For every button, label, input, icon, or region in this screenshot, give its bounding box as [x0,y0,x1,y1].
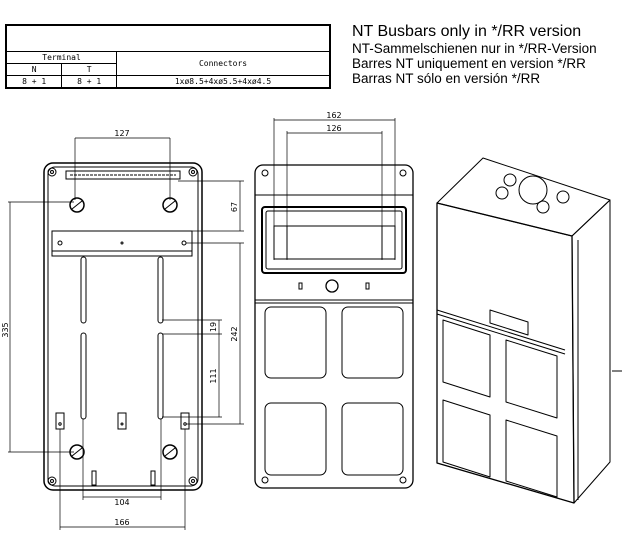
latch [489,309,529,336]
table-title-blank [6,25,330,52]
note-en: NT Busbars only in */RR version [352,23,582,40]
dim-126: 126 [326,124,341,133]
dim-166: 166 [114,518,129,527]
dimension-lines [8,137,244,530]
cable-entry-large [518,175,548,205]
din-rail [51,230,193,257]
spec-table: Terminal Connectors N T 8 + 1 8 + 1 1xø8… [5,24,331,89]
isometric-view [436,157,622,504]
terminal-strip [65,170,181,180]
socket-blanks [264,306,404,476]
dim-19: 19 [209,322,218,332]
dim-335: 335 [1,322,10,337]
n-value: 8 + 1 [5,75,63,89]
connectors-value: 1xø8.5+4xø5.5+4xø4.5 [116,75,331,89]
dim-162: 162 [326,111,341,120]
n-header: N [5,63,63,76]
dim-127: 127 [114,129,129,138]
screw-icon [69,197,178,460]
dim-104: 104 [114,498,129,507]
note-fr: Barres NT uniquement en version */RR [352,56,586,71]
dim-111: 111 [209,368,218,383]
rear-view: 127 67 242 335 19 111 104 166 [1,129,244,530]
lock-icon [325,279,339,293]
note-es: Barras NT sólo en versión */RR [352,71,541,86]
corner-hole-icon [47,167,198,486]
t-header: T [61,63,118,76]
front-view: 162 126 [254,111,414,489]
breaker-window [261,206,407,274]
dim-242: 242 [230,326,239,341]
connectors-header: Connectors [116,51,331,76]
dim-67: 67 [230,202,239,212]
mounting-slots [80,256,164,420]
iso-socket-blanks [442,319,558,498]
note-de: NT-Sammelschienen nur in */RR-Version [352,41,597,56]
version-notes: NT Busbars only in */RR version NT-Samme… [352,23,597,86]
